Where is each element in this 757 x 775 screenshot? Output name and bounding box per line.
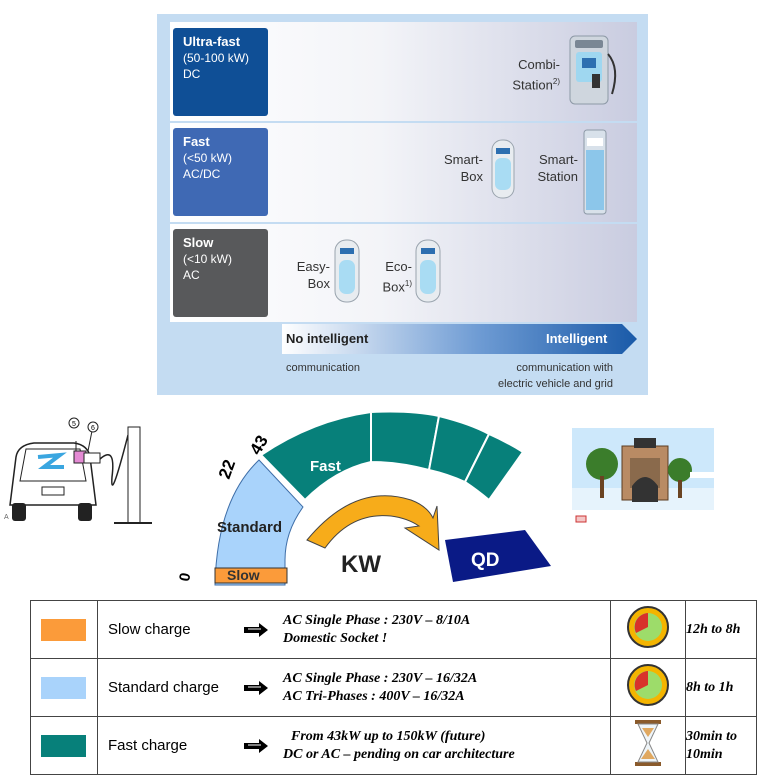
easy-box-label: Easy- Box xyxy=(296,259,330,291)
combi-station-image xyxy=(569,35,617,105)
arrow-right-icon xyxy=(244,738,268,753)
qd-label: QD xyxy=(471,550,500,571)
eco-box-label: Eco- Box1) xyxy=(382,259,412,295)
easy-box-image xyxy=(334,239,360,303)
kw-label: KW xyxy=(341,551,381,578)
small-mark: A xyxy=(4,514,9,521)
fast-swatch xyxy=(41,734,86,757)
arrow-left-label: No intelligent xyxy=(286,331,369,346)
callout-5: 5 xyxy=(72,421,76,428)
mode-spec: AC Single Phase : 230V – 8/10A Domestic … xyxy=(283,612,471,646)
category-title: Fast xyxy=(183,134,210,149)
clock-icon xyxy=(627,606,669,648)
tick-22: 22 xyxy=(215,457,239,481)
category-current: AC/DC xyxy=(183,167,221,181)
arrow-right-icon xyxy=(244,680,268,695)
table-row: Fast charge From 43kW up to 150kW (futur… xyxy=(30,716,757,775)
combi-station-label: Combi- Station2) xyxy=(512,57,560,93)
row-divider xyxy=(170,222,637,224)
arrow-right-label: Intelligent xyxy=(546,331,608,346)
mode-name: Standard charge xyxy=(108,679,219,696)
category-current: DC xyxy=(183,67,201,81)
smart-box-image xyxy=(491,139,515,199)
smart-station-label: Smart- Station xyxy=(537,152,578,184)
category-ultrafast: Ultra-fast (50-100 kW) DC xyxy=(173,28,268,116)
callout-6: 6 xyxy=(91,425,95,432)
duration: 8h to 1h xyxy=(685,658,757,717)
standard-label: Standard xyxy=(217,519,282,536)
mode-name: Slow charge xyxy=(108,621,191,638)
duration: 30min to 10min xyxy=(685,716,757,775)
mode-spec: AC Single Phase : 230V – 16/32A AC Tri-P… xyxy=(283,670,478,704)
smart-station-image xyxy=(583,129,607,215)
clock-icon xyxy=(627,664,669,706)
mode-spec: From 43kW up to 150kW (future) DC or AC … xyxy=(283,728,515,762)
no-comm-caption: communication xyxy=(286,362,360,374)
charging-modes-table: Slow charge AC Single Phase : 230V – 8/1… xyxy=(30,600,757,775)
tick-0: 0 xyxy=(176,572,194,583)
standard-swatch xyxy=(41,676,86,699)
table-row: Standard charge AC Single Phase : 230V –… xyxy=(30,658,757,717)
slow-label: Slow xyxy=(227,567,260,583)
slow-swatch xyxy=(41,618,86,641)
intelligence-arrow xyxy=(282,324,637,354)
hourglass-icon xyxy=(635,720,661,766)
duration: 12h to 8h xyxy=(685,600,757,659)
category-power: (50-100 kW) xyxy=(183,51,250,65)
category-power: (<50 kW) xyxy=(183,151,233,165)
arrow-right-icon xyxy=(244,622,268,637)
category-title: Ultra-fast xyxy=(183,34,241,49)
fast-charging-station-illustration xyxy=(572,428,716,523)
category-title: Slow xyxy=(183,235,214,250)
fast-label: Fast xyxy=(310,458,341,475)
charging-power-gauge: 0 22 43 Slow Standard Fast KW QD xyxy=(176,410,551,586)
row-divider xyxy=(170,121,637,123)
category-current: AC xyxy=(183,268,200,282)
eco-box-image xyxy=(415,239,441,303)
comm-caption: communication with electric vehicle and … xyxy=(498,362,613,390)
category-power: (<10 kW) xyxy=(183,252,233,266)
category-slow: Slow (<10 kW) AC xyxy=(173,229,268,317)
mode-name: Fast charge xyxy=(108,737,188,754)
table-row: Slow charge AC Single Phase : 230V – 8/1… xyxy=(30,600,757,659)
car-charging-illustration: 5 6 A xyxy=(4,417,152,524)
category-fast: Fast (<50 kW) AC/DC xyxy=(173,128,268,216)
smart-box-label: Smart- Box xyxy=(444,152,483,184)
